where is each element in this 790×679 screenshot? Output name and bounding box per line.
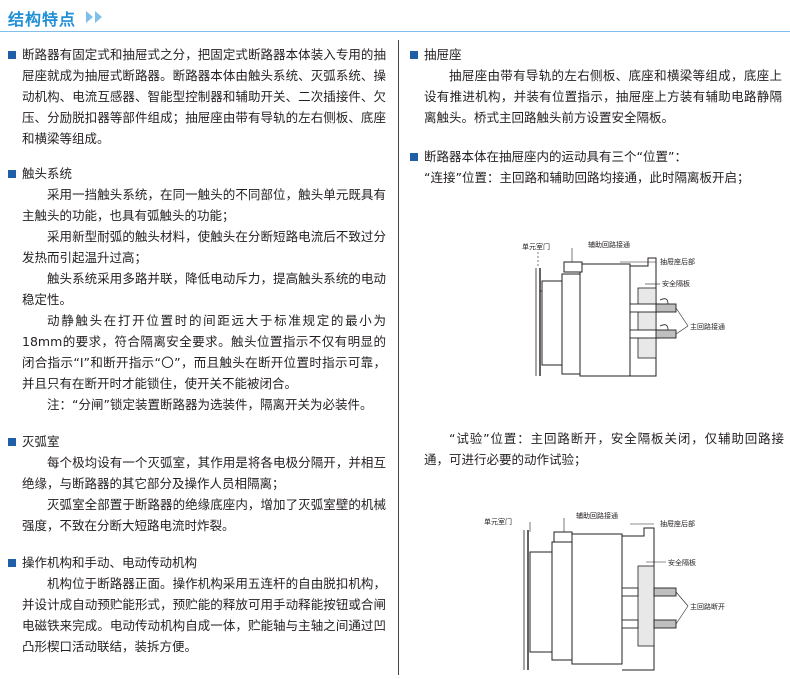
main-label: 主回路断开 <box>690 602 725 611</box>
intro-section: 断路器有固定式和抽屉式之分，把固定式断路器本体装入专用的抽屉座就成为抽屉式断路器… <box>8 44 386 149</box>
left-column: 断路器有固定式和抽屉式之分，把固定式断路器本体装入专用的抽屉座就成为抽屉式断路器… <box>8 36 386 657</box>
drawer-para-1: 抽屉座由带有导轨的左右侧板、底座和横梁等组成，底座上设有推进机构，并装有位置指示… <box>424 68 782 125</box>
contact-title: 触头系统 <box>22 166 73 181</box>
column-divider <box>398 40 399 675</box>
contact-para-2: 采用新型耐弧的触头材料，使触头在分断短路电流后不致过分发热而引起温升过高； <box>22 229 386 265</box>
arc-title: 灭弧室 <box>22 434 60 449</box>
aux-label: 辅助回路接通 <box>588 240 630 249</box>
square-bullet-icon <box>8 51 16 59</box>
connect-position-diagram: 单元室门 辅助回路接通 抽屉座后部 安全隔板 主回路接通 <box>480 236 730 386</box>
arc-para-2: 灭弧室全部置于断路器的绝缘底座内，增加了灭弧室壁的机械强度，不致在分断大短路电流… <box>22 497 386 533</box>
drawer-section: 抽屉座 抽屉座由带有导轨的左右侧板、底座和横梁等组成，底座上设有推进机构，并装有… <box>410 44 782 128</box>
contact-para-3: 触头系统采用多路并联，降低电动斥力，提高触头系统的电动稳定性。 <box>22 271 386 307</box>
mech-para-1: 机构位于断路器正面。操作机构采用五连杆的自由脱扣机构，并设计成自动预贮能形式，预… <box>22 576 386 654</box>
mech-title: 操作机构和手动、电动传动机构 <box>22 555 198 570</box>
door-label: 单元室门 <box>484 517 512 526</box>
square-bullet-icon <box>8 438 16 446</box>
connect-position-text: “连接”位置：主回路和辅助回路均接通，此时隔离板开启； <box>424 170 750 185</box>
plate-label: 安全隔板 <box>662 279 690 288</box>
right-column: 抽屉座 抽屉座由带有导轨的左右侧板、底座和横梁等组成，底座上设有推进机构，并装有… <box>410 36 784 467</box>
door-label: 单元室门 <box>522 242 550 251</box>
page-title: 结构特点 <box>8 10 77 29</box>
positions-section: 断路器本体在抽屉座内的运动具有三个“位置”： “连接”位置：主回路和辅助回路均接… <box>410 146 782 188</box>
plate-label: 安全隔板 <box>668 558 696 567</box>
rear-label: 抽屉座后部 <box>660 519 695 528</box>
rear-label: 抽屉座后部 <box>660 257 695 266</box>
drawer-title: 抽屉座 <box>424 47 462 62</box>
contact-para-1: 采用一挡触头系统，在同一触头的不同部位，触头单元既具有主触头的功能，也具有弧触头… <box>22 187 386 223</box>
header-underline <box>0 31 790 32</box>
square-bullet-icon <box>8 559 16 567</box>
section-header: 结构特点 <box>0 0 790 34</box>
test-position-diagram: 单元室门 辅助回路接通 抽屉座后部 安全隔板 主回路断开 <box>470 510 740 675</box>
positions-title: 断路器本体在抽屉座内的运动具有三个“位置”： <box>424 149 687 164</box>
intro-text: 断路器有固定式和抽屉式之分，把固定式断路器本体装入专用的抽屉座就成为抽屉式断路器… <box>22 47 386 146</box>
contact-note: 注：“分闸”锁定装置断路器为选装件，隔离开关为必装件。 <box>47 397 373 412</box>
arc-para-1: 每个极均设有一个灭弧室，其作用是将各电极分隔开，并相互绝缘，与断路器的其它部分及… <box>22 455 386 491</box>
square-bullet-icon <box>410 51 418 59</box>
main-label: 主回路接通 <box>690 322 725 331</box>
test-position-text: “试验”位置：主回路断开，安全隔板关闭，仅辅助回路接通，可进行必要的动作试验； <box>424 431 784 467</box>
arc-section: 灭弧室 每个极均设有一个灭弧室，其作用是将各电极分隔开，并相互绝缘，与断路器的其… <box>8 431 386 536</box>
square-bullet-icon <box>410 153 418 161</box>
double-chevron-right-icon <box>86 11 102 23</box>
contact-para-4: 动静触头在打开位置时的间距远大于标准规定的最小为18mm的要求，符合隔离安全要求… <box>22 313 386 391</box>
aux-label: 辅助回路接通 <box>576 511 618 520</box>
contact-section: 触头系统 采用一挡触头系统，在同一触头的不同部位，触头单元既具有主触头的功能，也… <box>8 163 386 415</box>
mech-section: 操作机构和手动、电动传动机构 机构位于断路器正面。操作机构采用五连杆的自由脱扣机… <box>8 552 386 657</box>
square-bullet-icon <box>8 170 16 178</box>
